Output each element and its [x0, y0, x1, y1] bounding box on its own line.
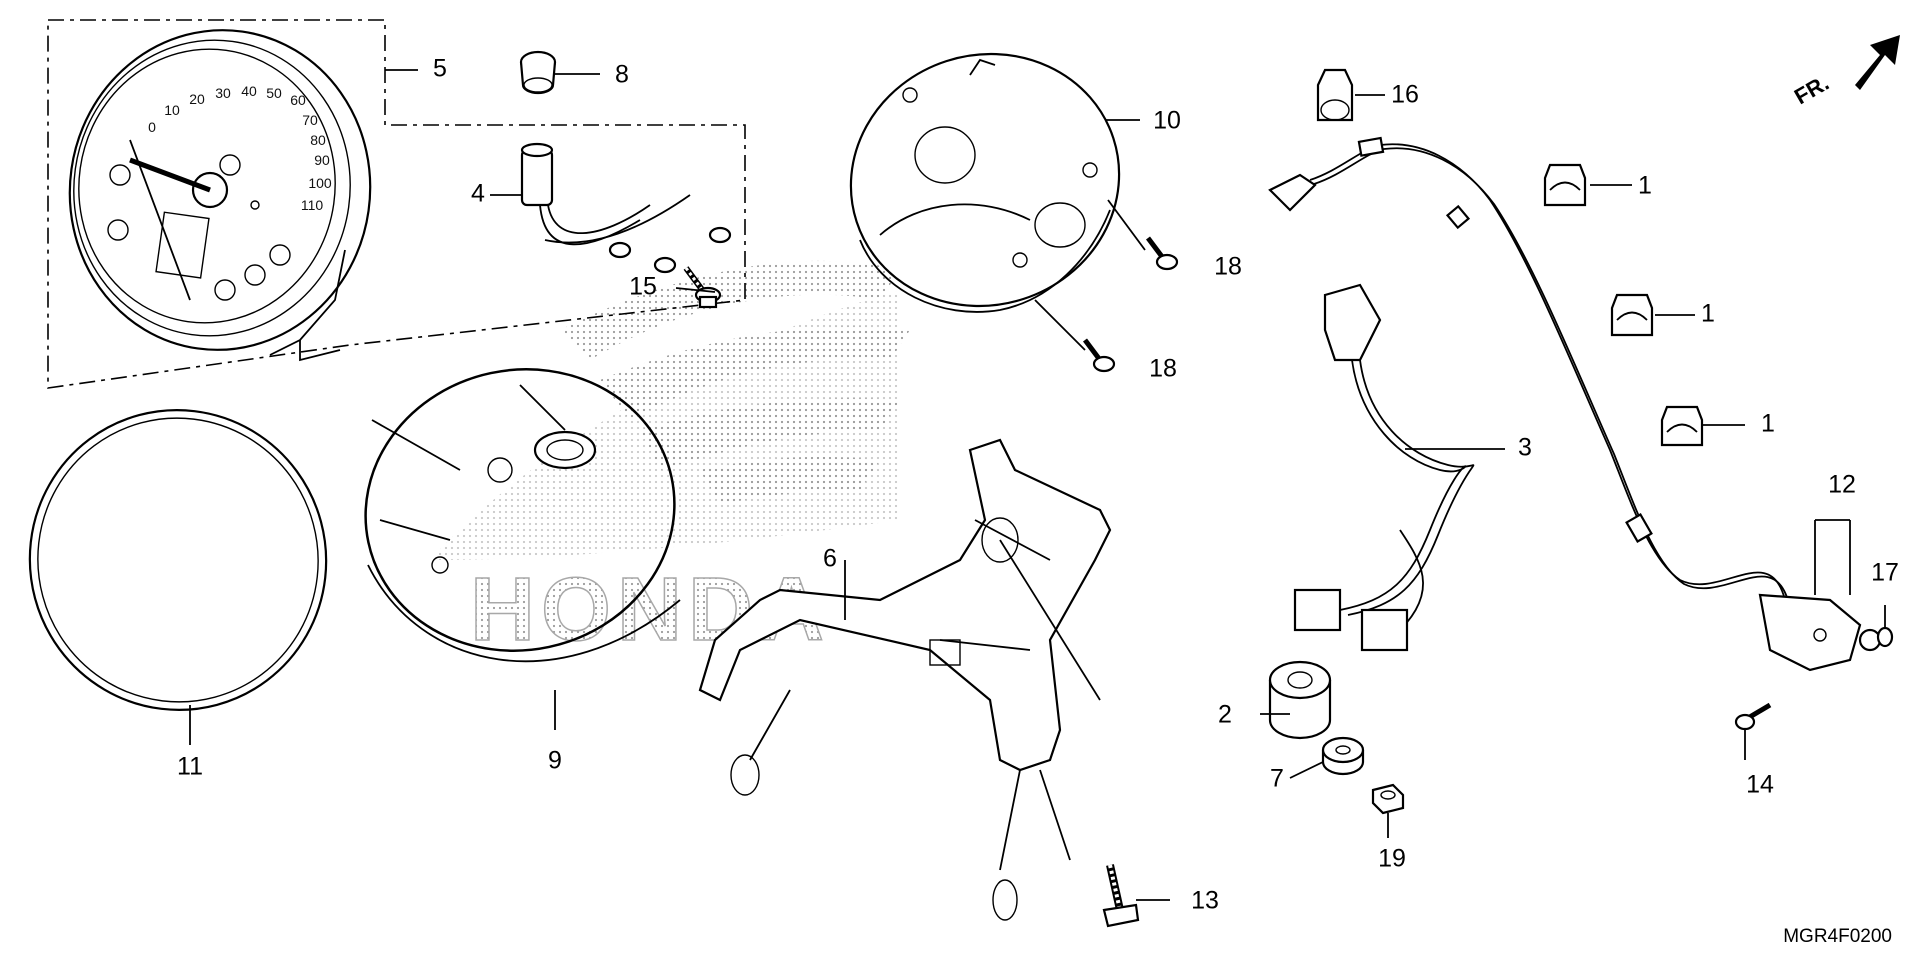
dial-label: 20 — [189, 91, 205, 107]
callout-1-middle: 1 — [1701, 300, 1715, 328]
dial-label: 90 — [314, 152, 330, 168]
o-ring-17 — [1876, 626, 1894, 648]
honda-wordmark: HONDA — [470, 560, 830, 660]
dial-label: 0 — [148, 119, 156, 135]
speedometer-gauge — [68, 29, 372, 362]
callout-18-lower: 18 — [1149, 355, 1177, 383]
callout-16: 16 — [1391, 81, 1419, 109]
diagram-code: MGR4F0200 — [1783, 926, 1892, 947]
meter-cover-10 — [849, 52, 1121, 313]
dial-label: 10 — [164, 102, 180, 118]
leader-lines — [189, 69, 1886, 901]
callout-7: 7 — [1270, 765, 1284, 793]
callout-4: 4 — [471, 180, 485, 208]
callout-labels: 5 8 4 15 10 18 18 16 1 1 1 3 12 17 6 9 1… — [177, 55, 1899, 915]
callout-1-bottom: 1 — [1761, 410, 1775, 438]
clamp-16 — [1316, 68, 1354, 122]
callout-2: 2 — [1218, 701, 1232, 729]
speedometer-dial-labels: 0 10 20 30 40 50 60 70 80 90 100 110 — [148, 83, 332, 213]
clip-1-top — [1543, 163, 1587, 207]
screw-18-lower — [1083, 338, 1116, 373]
dial-label: 40 — [241, 83, 257, 99]
wire-harness-3 — [1293, 283, 1475, 652]
dial-label: 80 — [310, 132, 326, 148]
dial-label: 100 — [308, 175, 332, 191]
callout-13: 13 — [1191, 887, 1219, 915]
dial-label: 30 — [215, 85, 231, 101]
socket-wire-4 — [520, 142, 732, 274]
callout-9: 9 — [548, 747, 562, 775]
dial-label: 60 — [290, 92, 306, 108]
callout-10: 10 — [1153, 107, 1181, 135]
screw-18-upper — [1146, 236, 1179, 271]
meter-case-9 — [364, 368, 681, 663]
bolt-14 — [1734, 702, 1772, 731]
collar-7 — [1321, 736, 1365, 776]
callout-14: 14 — [1746, 771, 1774, 799]
dial-label: 70 — [302, 112, 318, 128]
callout-17: 17 — [1871, 559, 1899, 587]
callout-18-upper: 18 — [1214, 253, 1242, 281]
nut-19 — [1371, 783, 1405, 815]
front-direction-label: FR. — [1790, 70, 1833, 109]
ring-seal-11 — [28, 409, 328, 711]
bolt-13 — [1102, 864, 1140, 928]
callout-8: 8 — [615, 61, 629, 89]
assembly-5-boundary — [47, 19, 746, 389]
front-direction-arrow: FR. — [1790, 35, 1900, 109]
callout-12: 12 — [1828, 471, 1856, 499]
callout-15: 15 — [629, 273, 657, 301]
callout-6: 6 — [823, 545, 837, 573]
clip-1-middle — [1610, 293, 1654, 337]
callout-3: 3 — [1518, 434, 1532, 462]
meter-stay-bracket-6 — [698, 438, 1112, 921]
rubber-mount-2 — [1268, 660, 1332, 740]
grommet-8 — [519, 50, 557, 95]
honda-wing-watermark: HONDA — [430, 260, 910, 661]
dial-label: 110 — [301, 197, 324, 213]
callout-5: 5 — [433, 55, 447, 83]
dial-label: 50 — [266, 85, 282, 101]
callout-19: 19 — [1378, 845, 1406, 873]
speed-sensor-cable-12 — [1268, 136, 1882, 672]
clip-1-bottom — [1660, 405, 1704, 447]
callout-11: 11 — [177, 753, 203, 781]
callout-1-top: 1 — [1638, 172, 1652, 200]
